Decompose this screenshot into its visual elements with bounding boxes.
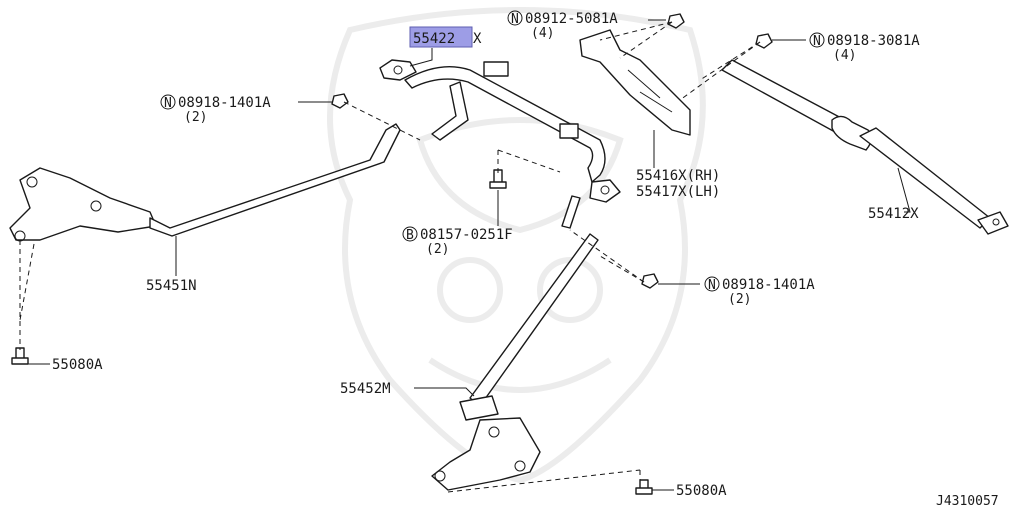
callout-55451n[interactable]: 55451N	[146, 278, 197, 294]
prefix-letter: N	[511, 12, 519, 27]
callout-qty: (4)	[833, 48, 856, 63]
callout-55452m[interactable]: 55452M	[340, 381, 391, 397]
prefix-letter: B	[406, 228, 414, 243]
callout-qty: (4)	[531, 26, 554, 41]
upper-tower-bar	[379, 59, 621, 229]
callout-rh: 55416X(RH)	[636, 168, 720, 184]
diagram-code: J4310057	[936, 494, 999, 509]
assembly-dash-lines	[19, 21, 761, 493]
callout-08918-1401a-upper[interactable]: N 08918-1401A (2)	[160, 94, 271, 125]
callout-text: 08918-1401A	[178, 95, 271, 111]
highlight-box	[409, 26, 473, 48]
callout-text: 08918-1401A	[722, 277, 815, 293]
callout-08912-5081a[interactable]: N 08912-5081A (4)	[507, 10, 618, 41]
bolt-bottom-icon	[635, 479, 653, 495]
callout-text: 08918-3081A	[827, 33, 920, 49]
callout-text: 08912-5081A	[525, 11, 618, 27]
leader-lines	[28, 19, 911, 491]
callout-55422[interactable]: 55422 X	[409, 26, 482, 48]
callout-08918-3081a[interactable]: N 08918-3081A (4)	[809, 32, 920, 63]
callout-text: 55451N	[146, 278, 197, 294]
prefix-letter: N	[813, 34, 821, 49]
callout-08157-0251f[interactable]: B 08157-0251F (2)	[402, 226, 513, 257]
callout-qty: (2)	[728, 292, 751, 307]
fastener-group	[11, 13, 773, 495]
callout-qty: (2)	[184, 110, 207, 125]
callout-55080a-left[interactable]: 55080A	[52, 357, 103, 373]
callout-55416x-55417x[interactable]: 55416X(RH) 55417X(LH)	[636, 168, 720, 200]
callout-08918-1401a-lower[interactable]: N 08918-1401A (2)	[704, 276, 815, 307]
watermark-emblem	[327, 7, 706, 484]
callout-text: 55412X	[868, 206, 919, 222]
callout-text: 55080A	[52, 357, 103, 373]
callout-text: 55452M	[340, 381, 391, 397]
callout-qty: (2)	[426, 242, 449, 257]
callout-text: 08157-0251F	[420, 227, 513, 243]
callout-text: 55080A	[676, 483, 727, 499]
lower-brace-55452m	[431, 233, 599, 491]
strut-55412x	[721, 59, 1009, 235]
prefix-letter: N	[164, 96, 172, 111]
bolt-left-icon	[11, 347, 29, 365]
prefix-letter: N	[708, 278, 716, 293]
callout-lh: 55417X(LH)	[636, 184, 720, 200]
bracket-plate	[579, 29, 691, 136]
callout-suffix: X	[473, 31, 482, 47]
callout-55412x[interactable]: 55412X	[868, 206, 919, 222]
callout-55080a-bottom[interactable]: 55080A	[676, 483, 727, 499]
callout-text: 55422	[413, 31, 455, 47]
left-brace-55451n	[9, 123, 401, 242]
